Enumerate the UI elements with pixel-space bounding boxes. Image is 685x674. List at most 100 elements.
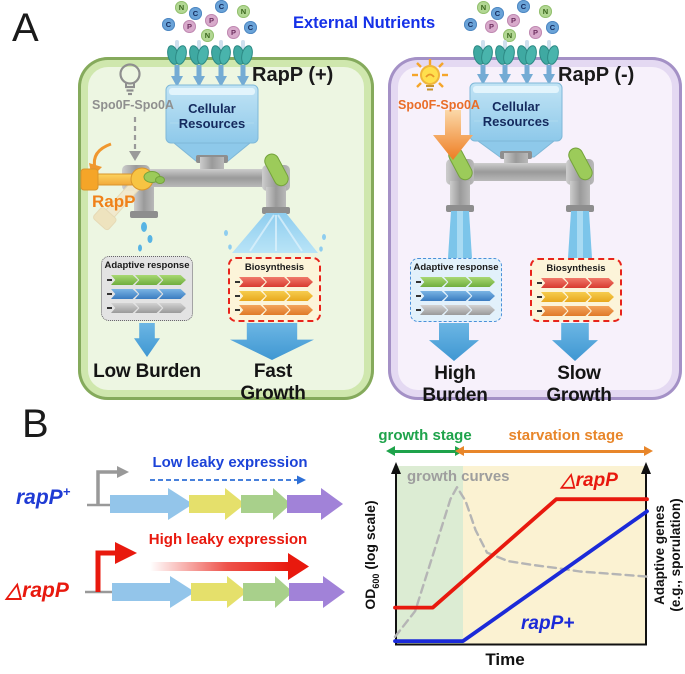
nutrient-molecule: C [464, 18, 477, 31]
stream-icon [448, 211, 592, 258]
nutrient-molecule: N [175, 1, 188, 14]
promoter-arrowhead-icon [117, 466, 129, 478]
gene-row [416, 291, 495, 301]
nutrient-molecule: C [244, 21, 257, 34]
leaky-expression-arrowhead-icon [297, 475, 306, 485]
operon-mutant-art [85, 542, 345, 608]
nutrient-molecule: N [477, 1, 490, 14]
nutrient-molecule: N [201, 29, 214, 42]
gene-name-wt: rapP+ [16, 484, 71, 509]
x-axis-label: Time [485, 650, 525, 669]
growth-curves-note: growth curves [407, 468, 510, 485]
gene-arrow-icons [110, 488, 343, 520]
operon-wt-art [87, 466, 343, 520]
gene-row [235, 277, 314, 287]
panel-b-label: B [22, 402, 49, 446]
rotation-arrow-icon [92, 142, 112, 169]
leaky-expression-arrow-icon [150, 562, 290, 571]
outcome-label: Low Burden [93, 361, 201, 382]
leaky-expression-arrowhead-icon [288, 553, 309, 580]
biosynthesis-box: Biosynthesis [228, 257, 321, 322]
box-label: Adaptive response [104, 260, 190, 271]
starvation-stage-label: starvation stage [508, 427, 624, 444]
expression-label-high: High leaky expression [148, 531, 308, 548]
y-axis-label-right: Adaptive genes (e.g., sporulation) [652, 498, 683, 612]
nutrient-molecule: C [546, 21, 559, 34]
promoter-arrow-icon [96, 470, 117, 505]
expression-label-low: Low leaky expression [152, 454, 308, 471]
nutrient-molecule: C [517, 0, 530, 13]
series-rapP-plus [393, 509, 649, 644]
valve-handle-icon [568, 147, 593, 181]
cell-title: RapP (+) [252, 64, 334, 86]
biosynthesis-box: Biosynthesis [530, 258, 622, 322]
y-axis-left-arrow-icon [391, 462, 401, 474]
promoter-arrow-icon [95, 550, 115, 592]
outcome-label: Slow Growth [546, 363, 612, 406]
nutrient-molecule: C [189, 7, 202, 20]
spray-icon [224, 213, 326, 253]
nutrient-molecule: P [183, 20, 196, 33]
gene-row [235, 291, 314, 301]
nutrient-molecule: P [507, 14, 520, 27]
chart-canvas [391, 462, 651, 646]
spo0a-dashed-arrowhead-icon [129, 151, 141, 161]
tank-label: Cellular Resources [178, 101, 246, 131]
nutrient-molecule: N [237, 5, 250, 18]
gene-row [416, 277, 495, 287]
outcome-label: Fast Growth [240, 361, 306, 404]
superscript-plus: + [62, 484, 71, 499]
nutrient-cluster-left: N C C N C P P N P C [162, 0, 257, 44]
nutrient-molecule: P [205, 14, 218, 27]
regulator-label: Spo0F-Spo0A [398, 98, 480, 112]
valve-nut-icon [155, 176, 165, 184]
nutrient-molecule: P [227, 26, 240, 39]
outcome-label: High Burden [422, 363, 488, 406]
gene-row [235, 305, 314, 315]
panel-a-label: A [12, 6, 39, 50]
nutrient-molecule: P [529, 26, 542, 39]
nutrient-molecule: C [491, 7, 504, 20]
bulb-off-icon [119, 63, 141, 96]
gene-row [107, 289, 186, 299]
bulb-on-icon [412, 59, 448, 91]
nutrient-molecule: P [485, 20, 498, 33]
membrane-transporter-icons [473, 40, 559, 65]
nutrient-molecule: C [162, 18, 175, 31]
nutrient-cluster-right: N C C N C P P N P C [464, 0, 559, 44]
valve-handle-icon [264, 153, 289, 187]
nutrient-influx-arrow-icons [477, 65, 555, 85]
cell-plumbing-art [412, 40, 594, 258]
cell-rapp-minus: RapP (-) Spo0F-Spo0A Cellular Resources … [388, 40, 682, 406]
y-axis-label-left: OD600 (log scale) [362, 500, 381, 610]
cell-rapp-plus: RapP (+) Spo0F-Spo0A Cellular Resources … [78, 40, 374, 404]
gene-arrow-icons [112, 576, 345, 608]
gene-row [416, 305, 495, 315]
y-axis-right-arrow-icon [641, 462, 651, 474]
rapp-valve-label: RapP [92, 192, 136, 211]
growth-stage-label: growth stage [378, 427, 472, 444]
nutrient-molecule: N [539, 5, 552, 18]
gene-name-mutant: △rapP [6, 579, 69, 602]
series-delta-rapP [393, 497, 649, 610]
gene-row [537, 306, 614, 316]
growth-chart: growth curves △rapP rapP+ [391, 462, 651, 646]
resource-tank [469, 82, 563, 158]
growth-stage-region [395, 466, 463, 645]
box-label: Biosynthesis [546, 263, 606, 274]
series-growth-curve [393, 486, 649, 639]
growth-stage-range-arrow-icon [386, 446, 464, 456]
gene-row [537, 278, 614, 288]
nutrient-molecule: N [503, 29, 516, 42]
drip-icon [138, 222, 153, 252]
box-label: Biosynthesis [244, 262, 305, 273]
series-label-mutant: △rapP [561, 470, 618, 491]
spo0a-active-arrow-icon [433, 110, 473, 160]
series-label-wt: rapP+ [521, 613, 575, 634]
adaptive-response-box: Adaptive response [101, 256, 193, 321]
starvation-stage-range-arrow-icon [455, 446, 653, 456]
nutrient-molecule: C [215, 0, 228, 13]
membrane-transporter-icons [167, 40, 253, 65]
adaptive-response-box: Adaptive response [410, 258, 502, 322]
